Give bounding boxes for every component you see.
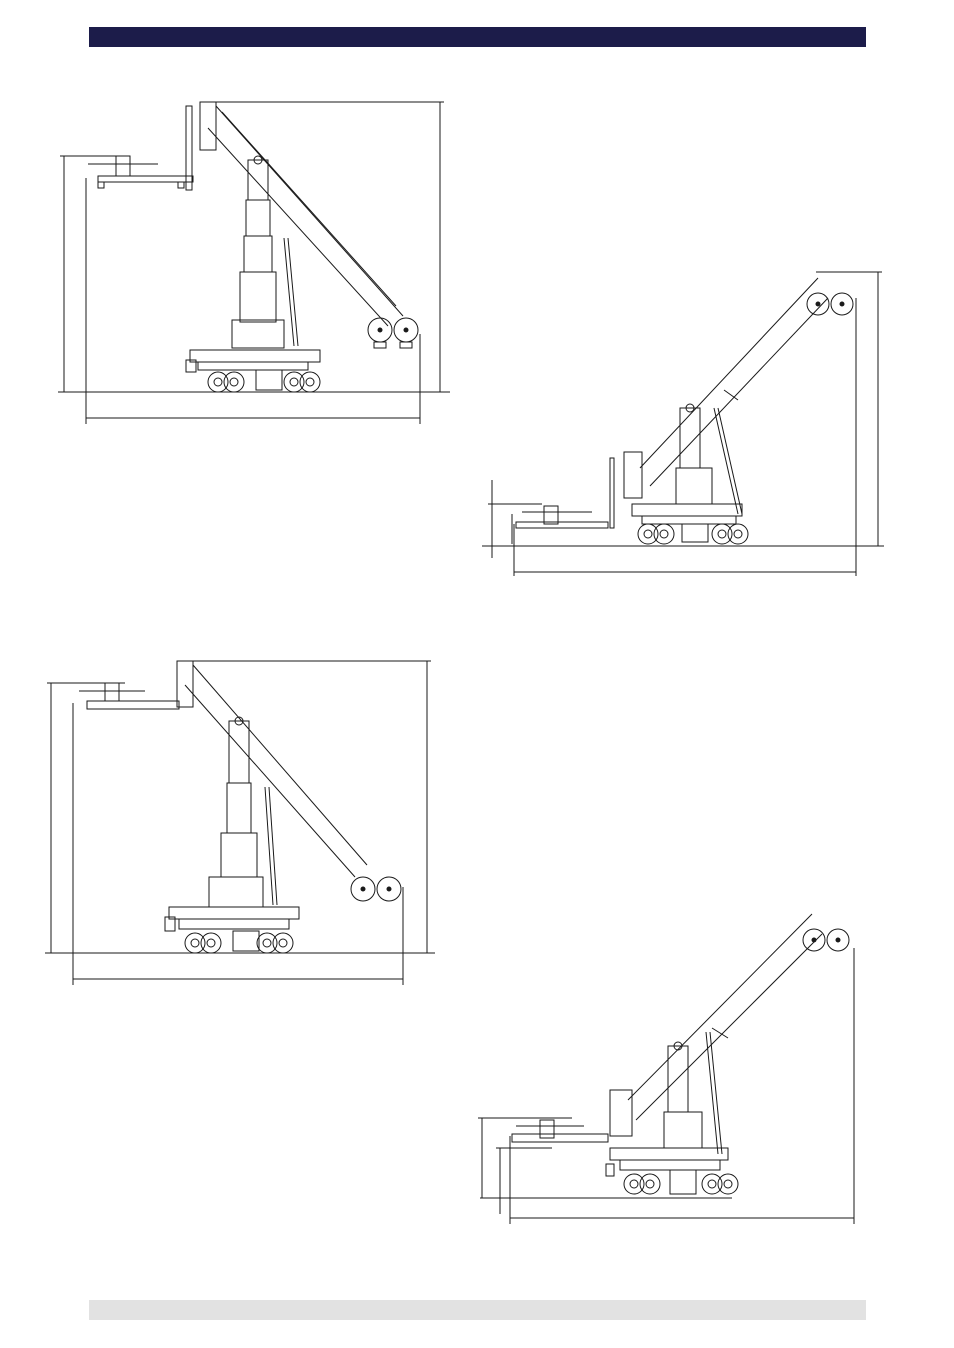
wheel-4	[718, 1174, 738, 1194]
column-base	[664, 1112, 702, 1148]
dolly-platform	[190, 350, 320, 362]
boom-end-bracket	[610, 1090, 632, 1136]
wheel-1	[208, 372, 228, 392]
camera-platform	[512, 1134, 608, 1142]
camera-platform	[98, 176, 193, 182]
boom-lower	[650, 298, 828, 486]
pivot-head	[229, 721, 249, 783]
column-low	[240, 272, 276, 322]
crane-drawing-2	[482, 268, 884, 580]
dolly-platform	[169, 907, 299, 919]
column-mid	[227, 783, 251, 833]
wheel-1	[185, 933, 205, 953]
boom-upper	[640, 278, 818, 468]
boom-end-bracket	[624, 452, 642, 498]
dolly-platform	[632, 504, 742, 516]
dolly-platform	[610, 1148, 728, 1160]
wheel-2	[224, 372, 244, 392]
boom-upper	[216, 106, 403, 316]
crane-drawing-4-svg	[472, 908, 874, 1226]
column-base	[232, 320, 284, 348]
camera-platform	[516, 522, 608, 528]
column-base	[676, 468, 712, 504]
footer-bar	[89, 1300, 866, 1320]
crane-drawing-2-svg	[482, 268, 884, 580]
header-bar	[89, 27, 866, 47]
wheel-3	[284, 372, 304, 392]
wheel-4	[300, 372, 320, 392]
boom-lower	[636, 934, 822, 1120]
crane-drawing-1-svg	[58, 98, 450, 428]
camera-platform	[87, 701, 179, 709]
pivot-head	[248, 160, 268, 200]
boom-end-bracket	[177, 661, 193, 707]
boom-upper	[193, 665, 367, 865]
column-base	[209, 877, 263, 907]
wheel-4	[728, 524, 748, 544]
boom-lower	[208, 128, 388, 326]
wheel-4	[273, 933, 293, 953]
wheel-1	[624, 1174, 644, 1194]
wheel-3	[702, 1174, 722, 1194]
wheel-3	[257, 933, 277, 953]
column-low	[221, 833, 257, 877]
wheel-2	[201, 933, 221, 953]
boom-upper	[628, 914, 812, 1100]
crane-drawing-1	[58, 98, 450, 428]
wheel-1	[638, 524, 658, 544]
pivot-head	[680, 408, 700, 468]
crane-drawing-3	[45, 655, 435, 990]
wheel-2	[654, 524, 674, 544]
column-mid	[244, 236, 272, 272]
boom-lower	[185, 685, 355, 877]
column-top	[246, 200, 270, 236]
wheel-3	[712, 524, 732, 544]
wheel-2	[640, 1174, 660, 1194]
crane-drawing-3-svg	[45, 655, 435, 990]
crane-drawing-4	[472, 908, 874, 1226]
boom-end-bracket	[200, 102, 216, 150]
